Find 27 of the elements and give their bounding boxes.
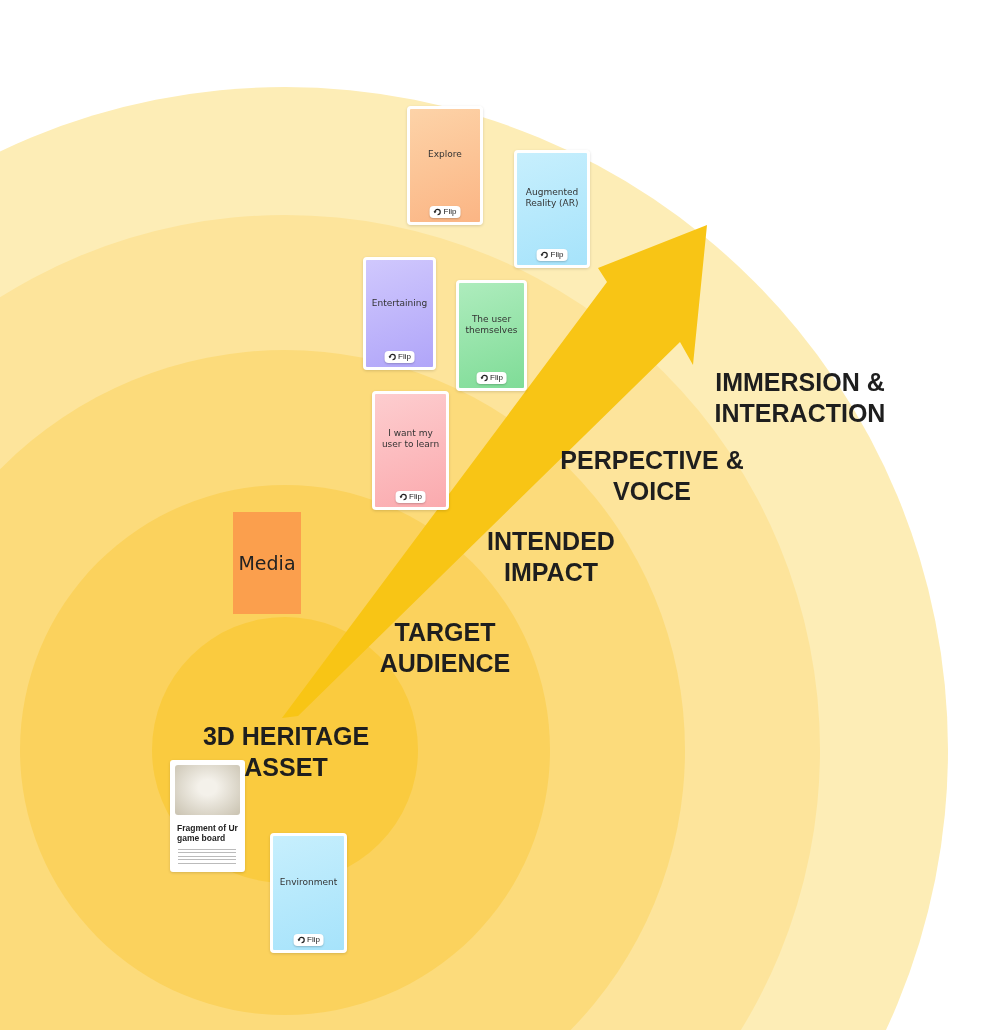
card-title: Explore — [427, 148, 463, 160]
card-title: Media — [237, 552, 297, 574]
flip-card — [270, 833, 347, 953]
flip-card — [372, 391, 449, 510]
flip-button: Flip — [395, 491, 426, 503]
flip-card — [514, 150, 590, 268]
flip-button: Flip — [293, 934, 324, 946]
card-title: Entertaining — [370, 297, 429, 309]
ring-label: PERPECTIVE & VOICE — [559, 445, 745, 507]
flip-card — [363, 257, 436, 370]
card-title: I want my user to learn — [380, 428, 441, 451]
flip-button: Flip — [536, 249, 568, 261]
ring-label: 3D HERITAGE ASSET — [201, 721, 371, 783]
flip-button: Flip — [476, 372, 507, 384]
ring-label: TARGET AUDIENCE — [378, 617, 512, 679]
flip-card — [407, 106, 483, 225]
flip-card — [456, 280, 527, 391]
ring-label: INTENDED IMPACT — [486, 526, 616, 588]
card-title: Augmented Reality (AR) — [524, 186, 580, 209]
asset-card — [170, 760, 245, 872]
ring-label: IMMERSION & INTERACTION — [713, 367, 887, 429]
card-title: Fragment of Ur game board — [177, 823, 239, 843]
flip-button: Flip — [429, 206, 461, 218]
card-title: Environment — [278, 876, 339, 888]
flip-button: Flip — [384, 351, 415, 363]
card-title: The user themselves — [464, 314, 519, 336]
note-card — [233, 512, 301, 614]
